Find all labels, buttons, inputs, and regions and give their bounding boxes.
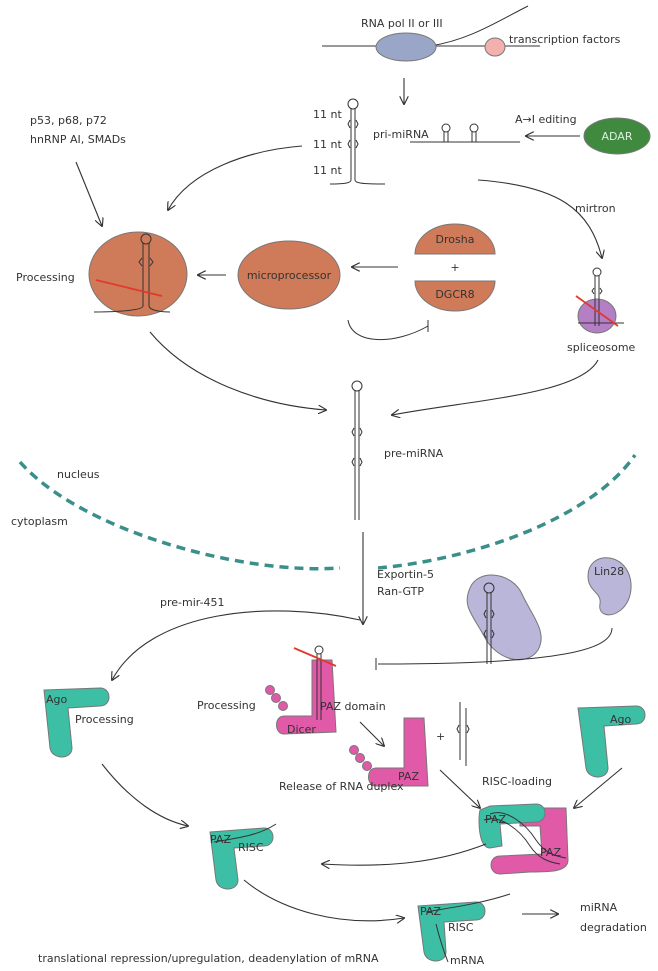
pre-mirna-hairpin: pre-miRNA bbox=[352, 381, 444, 520]
risc-group: PAZ RISC bbox=[210, 824, 276, 889]
adar-label: ADAR bbox=[602, 130, 633, 143]
pri-mirna-label: pri-miRNA bbox=[373, 128, 429, 141]
arrow-mirtron bbox=[478, 180, 602, 258]
pri-mirna-small: pri-miRNA bbox=[373, 124, 520, 142]
arrow-duplex-to-loading bbox=[440, 770, 480, 808]
nuclear-membrane-right bbox=[378, 455, 635, 568]
paz-loading-label-2: PAZ bbox=[540, 846, 561, 859]
regulators-group: p53, p68, p72 hnRNP AI, SMADs bbox=[30, 114, 126, 226]
arrow-primirna-to-processing bbox=[168, 146, 302, 210]
processing-complex: Processing bbox=[16, 232, 226, 316]
transcription-region: RNA pol II or III transcription factors bbox=[322, 6, 621, 104]
regulators-line-1: p53, p68, p72 bbox=[30, 114, 107, 127]
dicer-bead-2 bbox=[272, 694, 281, 703]
released-bead-3 bbox=[363, 762, 372, 771]
paz-loading-label-1: PAZ bbox=[485, 813, 506, 826]
rna-pol-shape bbox=[376, 33, 436, 61]
processing-dicer-label: Processing bbox=[197, 699, 256, 712]
release-duplex-label: Release of RNA duplex bbox=[279, 780, 404, 793]
exportin-label: Exportin-5 bbox=[377, 568, 434, 581]
released-bead-1 bbox=[350, 746, 359, 755]
processing-ellipse bbox=[89, 232, 187, 316]
transcription-factor-shape bbox=[485, 38, 505, 56]
nt-label-1: 11 nt bbox=[313, 108, 342, 121]
dicer-label: Dicer bbox=[287, 723, 316, 736]
ago-left-label: Ago bbox=[46, 693, 68, 706]
rna-pol-label: RNA pol II or III bbox=[361, 17, 443, 30]
paz-mrna-label: PAZ bbox=[420, 905, 441, 918]
dicer-group: Dicer Processing PAZ domain bbox=[197, 646, 386, 736]
a-i-editing-label: A→I editing bbox=[515, 113, 577, 126]
cytoplasm-label: cytoplasm bbox=[11, 515, 68, 528]
pri-mirna-hairpin: 11 nt 11 nt 11 nt bbox=[313, 99, 385, 184]
microprocessor-group: microprocessor bbox=[238, 241, 398, 309]
ran-gtp-label: Ran-GTP bbox=[377, 585, 424, 598]
pre-mirna-label: pre-miRNA bbox=[384, 447, 444, 460]
risc-loading-label: RISC-loading bbox=[482, 775, 552, 788]
nt-label-2: 11 nt bbox=[313, 138, 342, 151]
mirtron-label: mirtron bbox=[575, 202, 616, 215]
processing-ago-label: Processing bbox=[75, 713, 134, 726]
arrow-regulators-to-processing bbox=[76, 162, 102, 226]
lin28-bound-shape bbox=[467, 575, 541, 660]
arrow-risc-to-mrna bbox=[244, 880, 404, 921]
rna-duplex bbox=[460, 702, 466, 766]
translational-label: translational repression/upregulation, d… bbox=[38, 952, 379, 965]
adar-group: ADAR A→I editing bbox=[515, 113, 650, 154]
paz-risc-label: PAZ bbox=[210, 833, 231, 846]
microprocessor-label: microprocessor bbox=[247, 269, 332, 282]
drosha-label: Drosha bbox=[436, 233, 475, 246]
arrow-dicer-to-release bbox=[360, 722, 384, 746]
ago-left-group: Ago Processing bbox=[44, 688, 134, 757]
risc-mrna-label: RISC bbox=[448, 921, 474, 934]
arrow-spliceosome-to-premirna bbox=[392, 360, 598, 415]
lin28-label: Lin28 bbox=[594, 565, 624, 578]
risc-label: RISC bbox=[238, 841, 264, 854]
arrow-loading-to-risc bbox=[322, 844, 486, 865]
dicer-bead-1 bbox=[266, 686, 275, 695]
spliceosome-label: spliceosome bbox=[567, 341, 636, 354]
arrow-ago-to-risc bbox=[102, 764, 188, 826]
processing-nucleus-label: Processing bbox=[16, 271, 75, 284]
dgcr8-label: DGCR8 bbox=[435, 288, 474, 301]
plus-label-2: + bbox=[436, 730, 445, 743]
released-bead-2 bbox=[356, 754, 365, 763]
risc-loading-complex: PAZ PAZ bbox=[479, 804, 568, 874]
ago-right-group: Ago bbox=[578, 706, 645, 777]
mirna-degradation-line-2: degradation bbox=[580, 921, 647, 934]
regulators-line-2: hnRNP AI, SMADs bbox=[30, 133, 126, 146]
pre-mir-451-label: pre-mir-451 bbox=[160, 596, 225, 609]
drosha-dgcr8-group: Drosha + DGCR8 bbox=[348, 224, 495, 340]
nucleus-label: nucleus bbox=[57, 468, 100, 481]
arrow-processing-to-premirna bbox=[150, 332, 326, 410]
ago-right-label: Ago bbox=[610, 713, 632, 726]
transcription-factors-label: transcription factors bbox=[509, 33, 621, 46]
mrna-risc-group: PAZ RISC mRNA bbox=[418, 894, 510, 967]
plus-label-1: + bbox=[450, 261, 459, 274]
dgcr8-feedback-inhibition bbox=[348, 320, 428, 340]
nt-label-3: 11 nt bbox=[313, 164, 342, 177]
paz-domain-label: PAZ domain bbox=[320, 700, 386, 713]
spliceosome-group: spliceosome bbox=[567, 268, 636, 354]
mirna-degradation-line-1: miRNA bbox=[580, 901, 618, 914]
mrna-label: mRNA bbox=[450, 954, 485, 967]
spliceosome-shape bbox=[578, 299, 616, 333]
dicer-bead-3 bbox=[279, 702, 288, 711]
